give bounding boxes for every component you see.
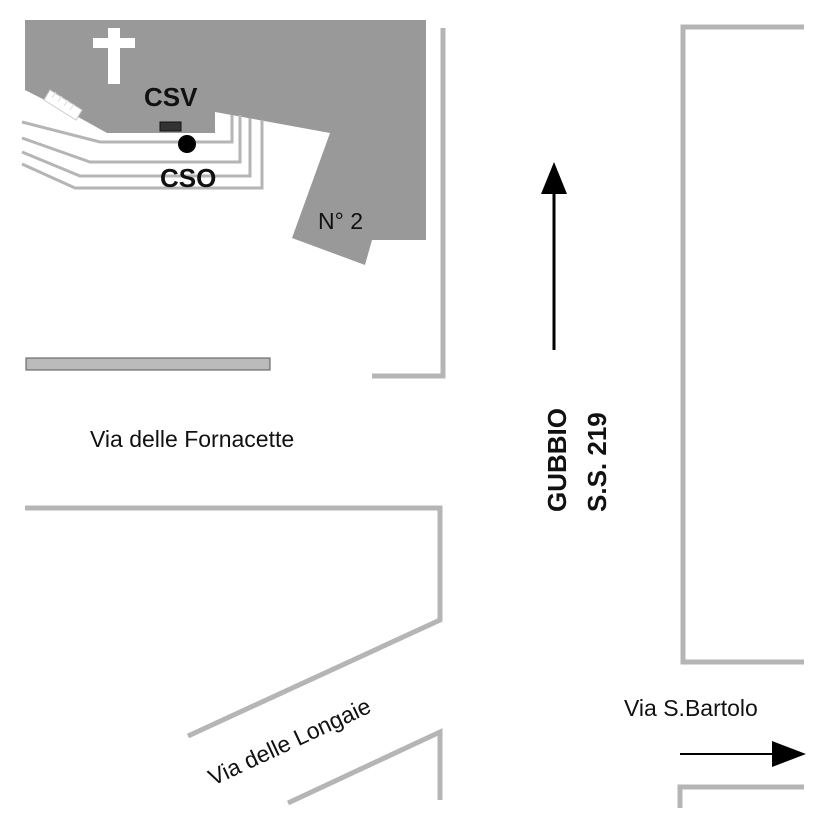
cross-icon [93, 28, 135, 84]
csv-label: CSV [144, 82, 198, 112]
stairs-lines [21, 115, 264, 190]
road-edge-longaie-south [286, 728, 443, 806]
cso-marker[interactable] [178, 135, 196, 153]
road-edge-upper-right [372, 28, 446, 379]
building-block[interactable] [25, 20, 426, 265]
road-edge-east-block [680, 24, 804, 665]
highway-route-label: S.S. 219 [582, 412, 612, 512]
wall-bar [25, 357, 271, 371]
cso-label: CSO [160, 163, 216, 193]
entrance-hatch [43, 89, 83, 121]
building-label: N° 2 [318, 208, 363, 234]
csv-marker[interactable] [159, 121, 182, 132]
street-label-fornacette: Via delle Fornacette [90, 426, 294, 452]
road-edge-fornacette-south [25, 505, 443, 739]
arrow-right-icon [680, 741, 806, 767]
street-label-bartolo: Via S.Bartolo [624, 695, 758, 721]
arrow-up-icon [541, 162, 567, 350]
road-edge-east-bottom [677, 784, 804, 808]
highway-destination-label: GUBBIO [542, 408, 572, 512]
